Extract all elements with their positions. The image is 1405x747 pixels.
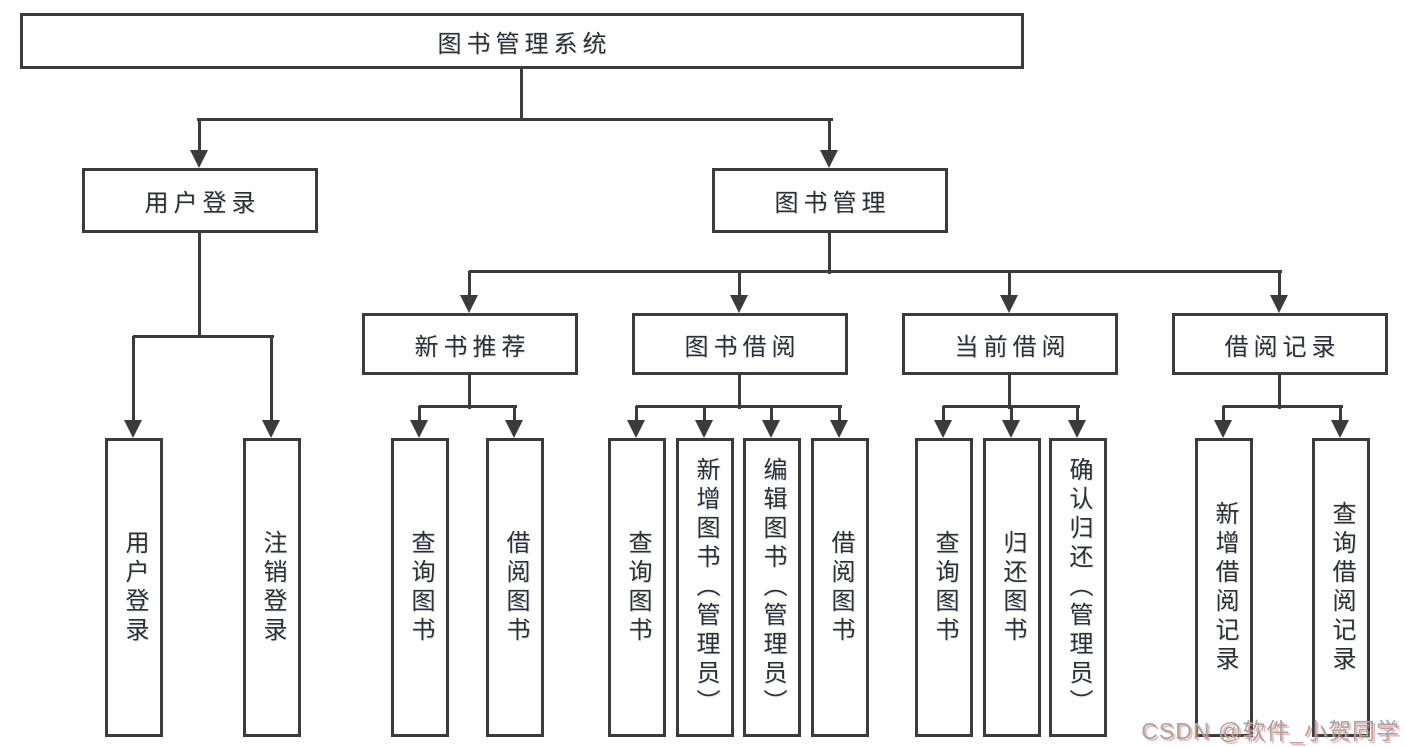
- leaf-recommend-query-books: 查询图书: [391, 438, 449, 737]
- leaf-user-login: 用户登录: [105, 438, 163, 737]
- arrowhead-down: [460, 295, 478, 313]
- node-current-borrow: 当前借阅: [902, 313, 1118, 375]
- arrowhead-down: [830, 420, 848, 438]
- node-current-borrow-label: 当前借阅: [954, 333, 1071, 361]
- connector-vline: [520, 69, 523, 121]
- leaf-current-query-books-label: 查询图书: [931, 529, 958, 646]
- leaf-add-borrow-record-label: 新增借阅记录: [1211, 500, 1238, 675]
- leaf-logout: 注销登录: [243, 438, 301, 737]
- leaf-edit-book-admin: 编辑图书（管理员）: [743, 438, 801, 737]
- arrowhead-down: [190, 150, 208, 168]
- arrowhead-down: [695, 420, 713, 438]
- connector-stem: [198, 119, 201, 152]
- node-borrow-records: 借阅记录: [1172, 313, 1388, 375]
- arrowhead-down: [1002, 420, 1020, 438]
- connector-stem: [468, 271, 471, 297]
- arrowhead-down: [730, 295, 748, 313]
- connector-vline: [1278, 374, 1281, 409]
- connector-hline: [197, 118, 833, 121]
- node-book-management: 图书管理: [712, 168, 948, 233]
- arrowhead-down: [1000, 295, 1018, 313]
- arrowhead-down: [1068, 420, 1086, 438]
- connector-vline: [1008, 374, 1011, 409]
- arrowhead-down: [820, 150, 838, 168]
- node-book-borrow-label: 图书借阅: [684, 333, 801, 361]
- arrowhead-down: [1214, 420, 1232, 438]
- leaf-recommend-query-books-label: 查询图书: [407, 529, 434, 646]
- leaf-query-borrow-record: 查询借阅记录: [1312, 438, 1370, 737]
- arrowhead-down: [124, 420, 142, 438]
- node-new-book-recommend-label: 新书推荐: [414, 333, 531, 361]
- leaf-recommend-borrow-books: 借阅图书: [486, 438, 544, 737]
- connector-stem: [132, 336, 135, 422]
- leaf-confirm-return-admin: 确认归还（管理员）: [1049, 438, 1107, 737]
- connector-stem: [1278, 271, 1281, 297]
- leaf-borrow-books: 借阅图书: [811, 438, 869, 737]
- connector-hline: [1223, 405, 1343, 408]
- connector-stem: [635, 406, 638, 422]
- connector-stem: [703, 406, 706, 422]
- arrowhead-down: [410, 420, 428, 438]
- arrowhead-down: [1270, 295, 1288, 313]
- arrowhead-down: [505, 420, 523, 438]
- arrowhead-down: [1331, 420, 1349, 438]
- connector-stem: [828, 119, 831, 152]
- leaf-recommend-borrow-books-label: 借阅图书: [502, 529, 529, 646]
- connector-stem: [1008, 271, 1011, 297]
- connector-stem: [1222, 406, 1225, 422]
- connector-vline: [468, 374, 471, 409]
- connector-hline: [419, 405, 517, 408]
- arrowhead-down: [627, 420, 645, 438]
- leaf-current-query-books: 查询图书: [915, 438, 973, 737]
- node-library-system: 图书管理系统: [20, 13, 1024, 69]
- connector-stem: [1076, 406, 1079, 422]
- leaf-borrow-books-label: 借阅图书: [827, 529, 854, 646]
- connector-stem: [770, 406, 773, 422]
- connector-vline: [828, 232, 831, 274]
- node-user-login-label: 用户登录: [144, 190, 261, 217]
- node-borrow-records-label: 借阅记录: [1224, 333, 1341, 361]
- leaf-borrow-query-books-label: 查询图书: [624, 529, 651, 646]
- connector-hline: [636, 405, 842, 408]
- leaf-query-borrow-record-label: 查询借阅记录: [1328, 500, 1355, 675]
- connector-stem: [270, 336, 273, 422]
- csdn-watermark: CSDN @软件_小贺同学: [1141, 718, 1400, 744]
- node-book-management-label: 图书管理: [774, 190, 891, 217]
- connector-hline: [469, 270, 1282, 273]
- arrowhead-down: [934, 420, 952, 438]
- leaf-return-book-label: 归还图书: [999, 529, 1026, 646]
- leaf-return-book: 归还图书: [983, 438, 1041, 737]
- connector-stem: [418, 406, 421, 422]
- node-user-login: 用户登录: [82, 168, 318, 233]
- connector-stem: [513, 406, 516, 422]
- leaf-edit-book-admin-label: 编辑图书（管理员）: [759, 457, 786, 718]
- connector-stem: [738, 271, 741, 297]
- connector-stem: [838, 406, 841, 422]
- connector-stem: [1010, 406, 1013, 422]
- leaf-borrow-query-books: 查询图书: [608, 438, 666, 737]
- leaf-confirm-return-admin-label: 确认归还（管理员）: [1065, 457, 1092, 718]
- leaf-add-borrow-record: 新增借阅记录: [1195, 438, 1253, 737]
- node-book-borrow: 图书借阅: [632, 313, 848, 375]
- leaf-add-book-admin-label: 新增图书（管理员）: [692, 457, 719, 718]
- node-new-book-recommend: 新书推荐: [362, 313, 578, 375]
- leaf-add-book-admin: 新增图书（管理员）: [676, 438, 734, 737]
- arrowhead-down: [762, 420, 780, 438]
- connector-vline: [198, 232, 201, 338]
- connector-stem: [1339, 406, 1342, 422]
- arrowhead-down: [262, 420, 280, 438]
- connector-vline: [738, 374, 741, 409]
- connector-hline: [133, 335, 274, 338]
- leaf-logout-label: 注销登录: [259, 529, 286, 646]
- leaf-user-login-label: 用户登录: [121, 529, 148, 646]
- connector-stem: [942, 406, 945, 422]
- node-library-system-label: 图书管理系统: [437, 30, 612, 58]
